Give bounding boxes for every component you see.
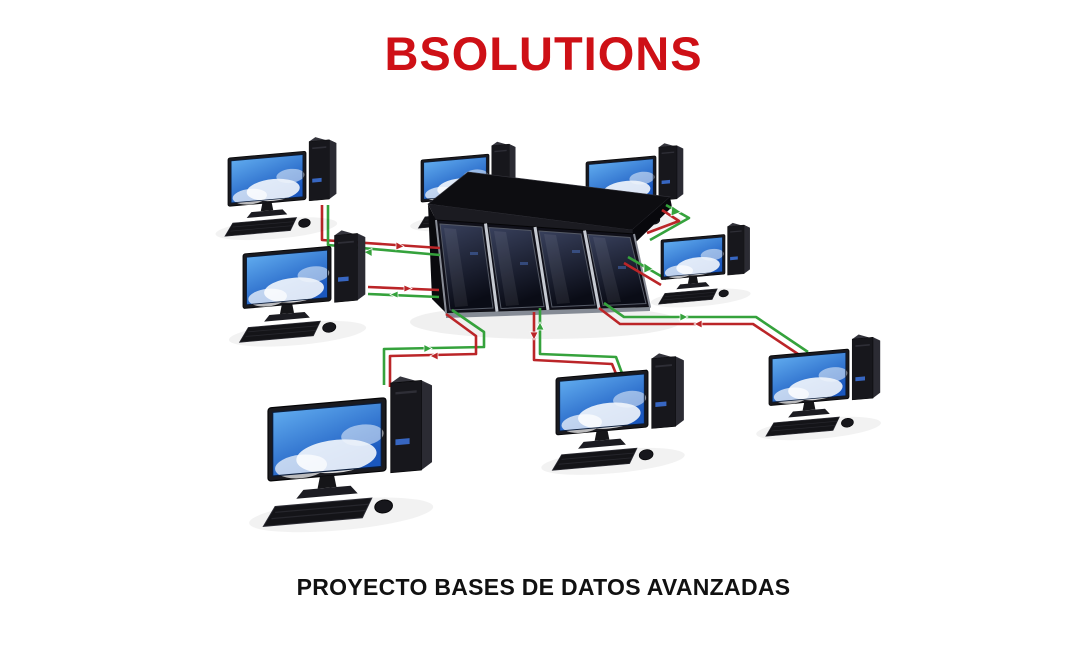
arrow xyxy=(529,331,539,341)
cables xyxy=(320,203,809,387)
server-led xyxy=(572,250,580,253)
arrow xyxy=(643,262,654,274)
rack-top-front-band xyxy=(428,204,634,234)
rack-upright xyxy=(435,219,447,314)
rack-upright xyxy=(533,226,550,311)
server-led xyxy=(470,252,478,255)
cable-rack-to-bottom-left xyxy=(382,308,486,387)
rack-left-side xyxy=(428,204,446,313)
arrow xyxy=(395,241,405,251)
rack-door xyxy=(439,223,494,311)
subtitle: PROYECTO BASES DE DATOS AVANZADAS xyxy=(296,574,791,600)
cable-mid-left-to-rack xyxy=(367,284,440,299)
arrow xyxy=(403,284,413,293)
rack-upright xyxy=(484,223,499,312)
cable-rack-to-mid-right xyxy=(623,255,667,287)
rack-top-right-side xyxy=(632,197,672,242)
cable-top-left-to-rack xyxy=(320,205,441,258)
arrow xyxy=(693,319,703,329)
rack-plinth xyxy=(446,307,650,318)
arrow xyxy=(423,343,433,354)
door-reflection xyxy=(444,228,468,307)
door-reflection xyxy=(544,234,570,304)
arrow xyxy=(429,351,439,361)
cable-rack-to-bottom-right xyxy=(598,301,809,360)
ws-bottom-right xyxy=(755,332,882,445)
cable-top-right-to-rack xyxy=(646,203,691,242)
server-rack xyxy=(410,171,680,339)
ws-mid-left xyxy=(228,227,367,352)
server-led xyxy=(618,266,626,269)
rack-upright xyxy=(583,230,601,309)
server-led xyxy=(520,262,528,265)
rack-upright xyxy=(633,233,651,308)
arrow xyxy=(363,247,373,258)
rack-door xyxy=(587,233,647,307)
page-title: BSOLUTIONS xyxy=(384,27,703,80)
ws-mid-right xyxy=(650,220,751,311)
ws-bottom-left xyxy=(248,372,434,539)
ws-bottom-center xyxy=(540,350,686,481)
arrow xyxy=(679,312,689,322)
rack-door xyxy=(488,226,545,310)
rack-door xyxy=(538,230,596,308)
arrow xyxy=(389,290,399,299)
door-reflection xyxy=(593,237,621,303)
door-reflection xyxy=(494,231,519,306)
arrow xyxy=(670,205,682,217)
ws-top-left xyxy=(215,134,338,245)
arrow xyxy=(535,321,545,331)
